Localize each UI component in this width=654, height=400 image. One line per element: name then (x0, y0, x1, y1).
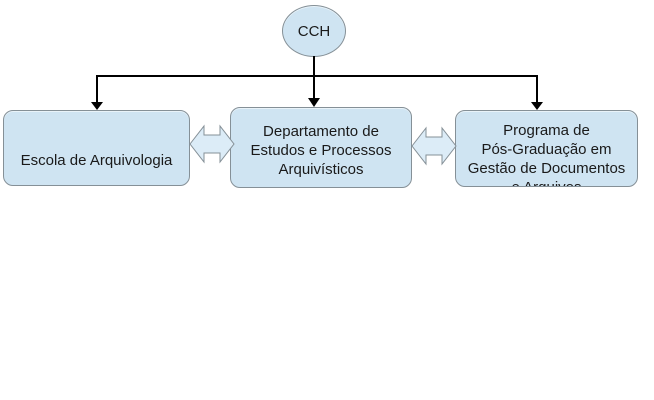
node-programa-pos-graduacao-gestao-documentos: Programa de Pós-Graduação em Gestão de D… (455, 110, 638, 187)
arrowhead-right (531, 102, 543, 110)
root-node-label: CCH (297, 22, 331, 40)
node-departamento-estudos-processos-arquivisticos: Departamento de Estudos e Processos Arqu… (230, 107, 412, 188)
root-node-cch: CCH (282, 5, 346, 57)
double-arrow-shape (411, 126, 457, 166)
arrowhead-middle (308, 98, 320, 107)
node-escola-de-arquivologia: Escola de Arquivologia (3, 110, 190, 186)
node-text-line: Programa de (503, 122, 590, 139)
double-arrow-icon (411, 126, 457, 166)
double-arrow-icon (189, 124, 235, 164)
node-text-line-clipped: e Arquivos (456, 178, 637, 186)
node-text-line: Escola de Arquivologia (20, 152, 173, 169)
double-arrow-shape (189, 124, 235, 164)
node-text-line: Departamento de (263, 123, 379, 140)
node-text-line: Pós-Graduação em (481, 141, 612, 158)
node-text-line: Estudos e Processos (250, 142, 392, 159)
arrowhead-left (91, 102, 103, 110)
node-text-line: Gestão de Documentos (467, 160, 626, 177)
node-text-line: Arquivísticos (278, 161, 364, 178)
